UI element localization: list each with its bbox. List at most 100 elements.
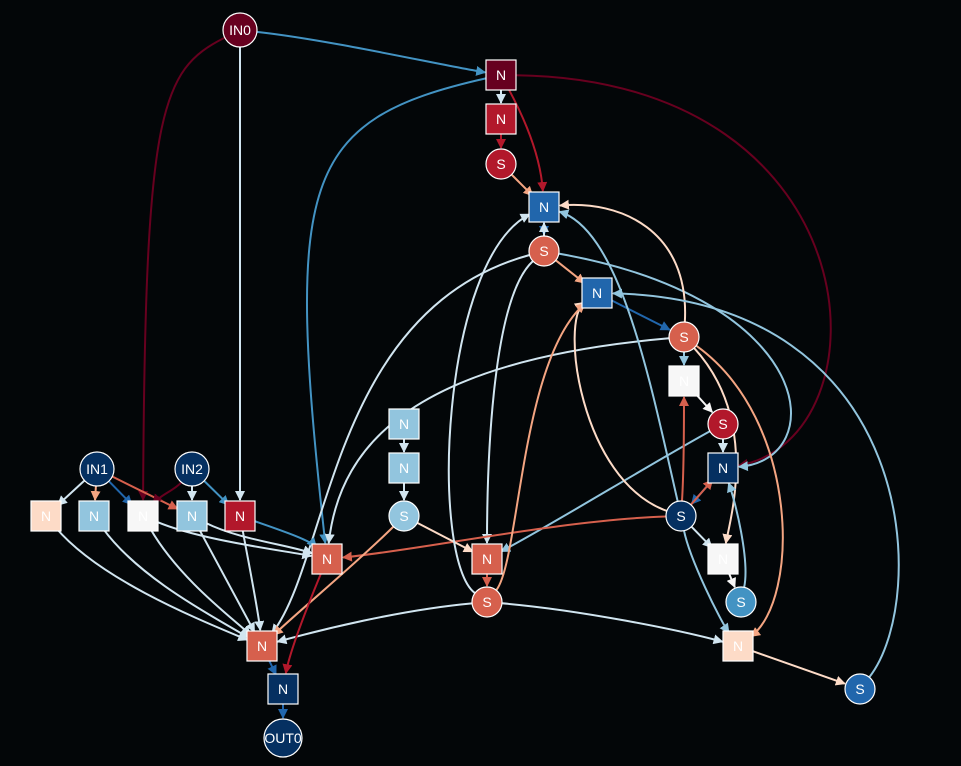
node-s_r2[interactable]: S bbox=[707, 408, 739, 440]
node-n_r6-shape bbox=[722, 630, 754, 662]
node-n_r3[interactable]: N bbox=[707, 452, 739, 484]
node-n_c2-shape bbox=[581, 277, 613, 309]
node-s_r4[interactable]: S bbox=[665, 500, 697, 532]
edge-s_r4-to-n_r6 bbox=[683, 530, 730, 634]
node-n_l3[interactable]: N bbox=[127, 500, 159, 532]
node-s_r7[interactable]: S bbox=[844, 673, 876, 705]
node-s_r1[interactable]: S bbox=[668, 321, 700, 353]
node-s_m3[interactable]: S bbox=[388, 500, 420, 532]
node-s_r7-shape bbox=[844, 673, 876, 705]
edge-s_m5-to-n_c1 bbox=[447, 213, 531, 594]
edge-in1-to-n_l1 bbox=[57, 479, 86, 506]
edge-in1-to-n_l2 bbox=[90, 485, 101, 502]
node-s_top-shape bbox=[485, 148, 517, 180]
edge-n_l2-to-n_b1 bbox=[101, 527, 250, 639]
edge-s_m3-to-n_b1 bbox=[272, 525, 395, 636]
node-s_top-label: S bbox=[496, 156, 505, 172]
node-n_l1[interactable]: N bbox=[30, 500, 62, 532]
node-n_l1-label: N bbox=[41, 508, 51, 524]
node-n_m4[interactable]: N bbox=[471, 543, 503, 575]
node-n_c1[interactable]: N bbox=[528, 191, 560, 223]
node-in0[interactable]: IN0 bbox=[222, 12, 258, 48]
edge-n_r6-to-s_r7 bbox=[751, 650, 846, 686]
edge-n_l6-to-n_b2 bbox=[282, 572, 323, 675]
node-in1[interactable]: IN1 bbox=[79, 451, 115, 487]
node-s_r2-label: S bbox=[718, 416, 727, 432]
edge-s_r4-to-n_l6 bbox=[341, 515, 667, 562]
node-n_r3-shape bbox=[707, 452, 739, 484]
node-n_w2-label: N bbox=[718, 551, 728, 567]
edge-s_r1-to-n_c1 bbox=[558, 199, 686, 323]
node-s_r1-label: S bbox=[679, 329, 688, 345]
node-s_r4-label: S bbox=[676, 508, 685, 524]
node-n_m2[interactable]: N bbox=[388, 452, 420, 484]
node-n_b2[interactable]: N bbox=[267, 673, 299, 705]
node-n_l2-shape bbox=[78, 500, 110, 532]
node-in0-label: IN0 bbox=[229, 22, 251, 38]
node-n_w1-label: N bbox=[679, 373, 689, 389]
node-in2[interactable]: IN2 bbox=[174, 451, 210, 487]
edge-in2-to-n_l3 bbox=[152, 481, 183, 505]
node-n_m2-shape bbox=[388, 452, 420, 484]
edge-s_r4-to-n_c2 bbox=[573, 301, 668, 512]
node-s_r1-shape bbox=[668, 321, 700, 353]
node-n_c2[interactable]: N bbox=[581, 277, 613, 309]
node-n_m4-shape bbox=[471, 543, 503, 575]
edge-n_c2-to-s_r1 bbox=[609, 298, 671, 331]
edge-in1-to-n_l4 bbox=[111, 475, 179, 510]
node-n_m1-shape bbox=[388, 408, 420, 440]
node-n_b2-shape bbox=[267, 673, 299, 705]
node-n_l5[interactable]: N bbox=[224, 500, 256, 532]
edge-s_r4-to-n_w1 bbox=[678, 396, 689, 502]
node-s_m5[interactable]: S bbox=[471, 586, 503, 618]
node-n_r6-label: N bbox=[733, 638, 743, 654]
node-n_l4[interactable]: N bbox=[176, 500, 208, 532]
node-n_b1-label: N bbox=[257, 638, 267, 654]
node-in2-shape bbox=[174, 451, 210, 487]
node-n_w1[interactable]: N bbox=[668, 365, 700, 397]
edge-n_top-to-n_r3 bbox=[515, 74, 832, 469]
node-n_l6[interactable]: N bbox=[311, 543, 343, 575]
node-n_l5-label: N bbox=[235, 508, 245, 524]
node-n_top-label: N bbox=[496, 67, 506, 83]
node-n_l3-label: N bbox=[138, 508, 148, 524]
node-n_c1-shape bbox=[528, 191, 560, 223]
edge-s_r1-to-n_l6 bbox=[324, 337, 670, 545]
node-n_l6-shape bbox=[311, 543, 343, 575]
edge-n_l3-to-n_l6 bbox=[156, 520, 313, 560]
edge-s_r1-to-n_r6 bbox=[695, 344, 784, 638]
edge-s_m5-to-n_r6 bbox=[501, 602, 724, 645]
node-n_top[interactable]: N bbox=[485, 59, 517, 91]
node-out0[interactable]: OUT0 bbox=[263, 718, 303, 758]
node-s_c1[interactable]: S bbox=[528, 235, 560, 267]
node-s_r5[interactable]: S bbox=[725, 586, 757, 618]
node-n_w1-shape bbox=[668, 365, 700, 397]
node-n_top-shape bbox=[485, 59, 517, 91]
node-s_m5-shape bbox=[471, 586, 503, 618]
node-s_m5-label: S bbox=[482, 594, 491, 610]
edge-s_c1-to-n_b1 bbox=[271, 254, 530, 635]
node-n_l4-label: N bbox=[187, 508, 197, 524]
node-n_b1[interactable]: N bbox=[246, 630, 278, 662]
node-n_m1[interactable]: N bbox=[388, 408, 420, 440]
edge-n_l5-to-n_l6 bbox=[253, 520, 318, 548]
edge-s_r4-to-n_c1 bbox=[558, 209, 679, 502]
node-n_r3-label: N bbox=[718, 460, 728, 476]
node-n_w2-shape bbox=[707, 543, 739, 575]
node-in1-shape bbox=[79, 451, 115, 487]
node-s_c1-label: S bbox=[539, 243, 548, 259]
node-n_c1-label: N bbox=[539, 199, 549, 215]
node-n_top2[interactable]: N bbox=[485, 103, 517, 135]
node-s_m3-label: S bbox=[399, 508, 408, 524]
edge-n_l5-to-n_b1 bbox=[241, 530, 265, 632]
edge-n_l4-to-n_l6 bbox=[204, 521, 313, 555]
node-s_top[interactable]: S bbox=[485, 148, 517, 180]
node-s_r5-label: S bbox=[736, 594, 745, 610]
edge-s_m3-to-n_m4 bbox=[416, 522, 474, 553]
node-n_m2-label: N bbox=[399, 460, 409, 476]
edge-s_r5-to-n_r3 bbox=[727, 482, 747, 588]
node-n_l2[interactable]: N bbox=[78, 500, 110, 532]
edge-s_c1-to-n_m4 bbox=[482, 260, 534, 544]
node-n_w2[interactable]: N bbox=[707, 543, 739, 575]
node-n_r6[interactable]: N bbox=[722, 630, 754, 662]
